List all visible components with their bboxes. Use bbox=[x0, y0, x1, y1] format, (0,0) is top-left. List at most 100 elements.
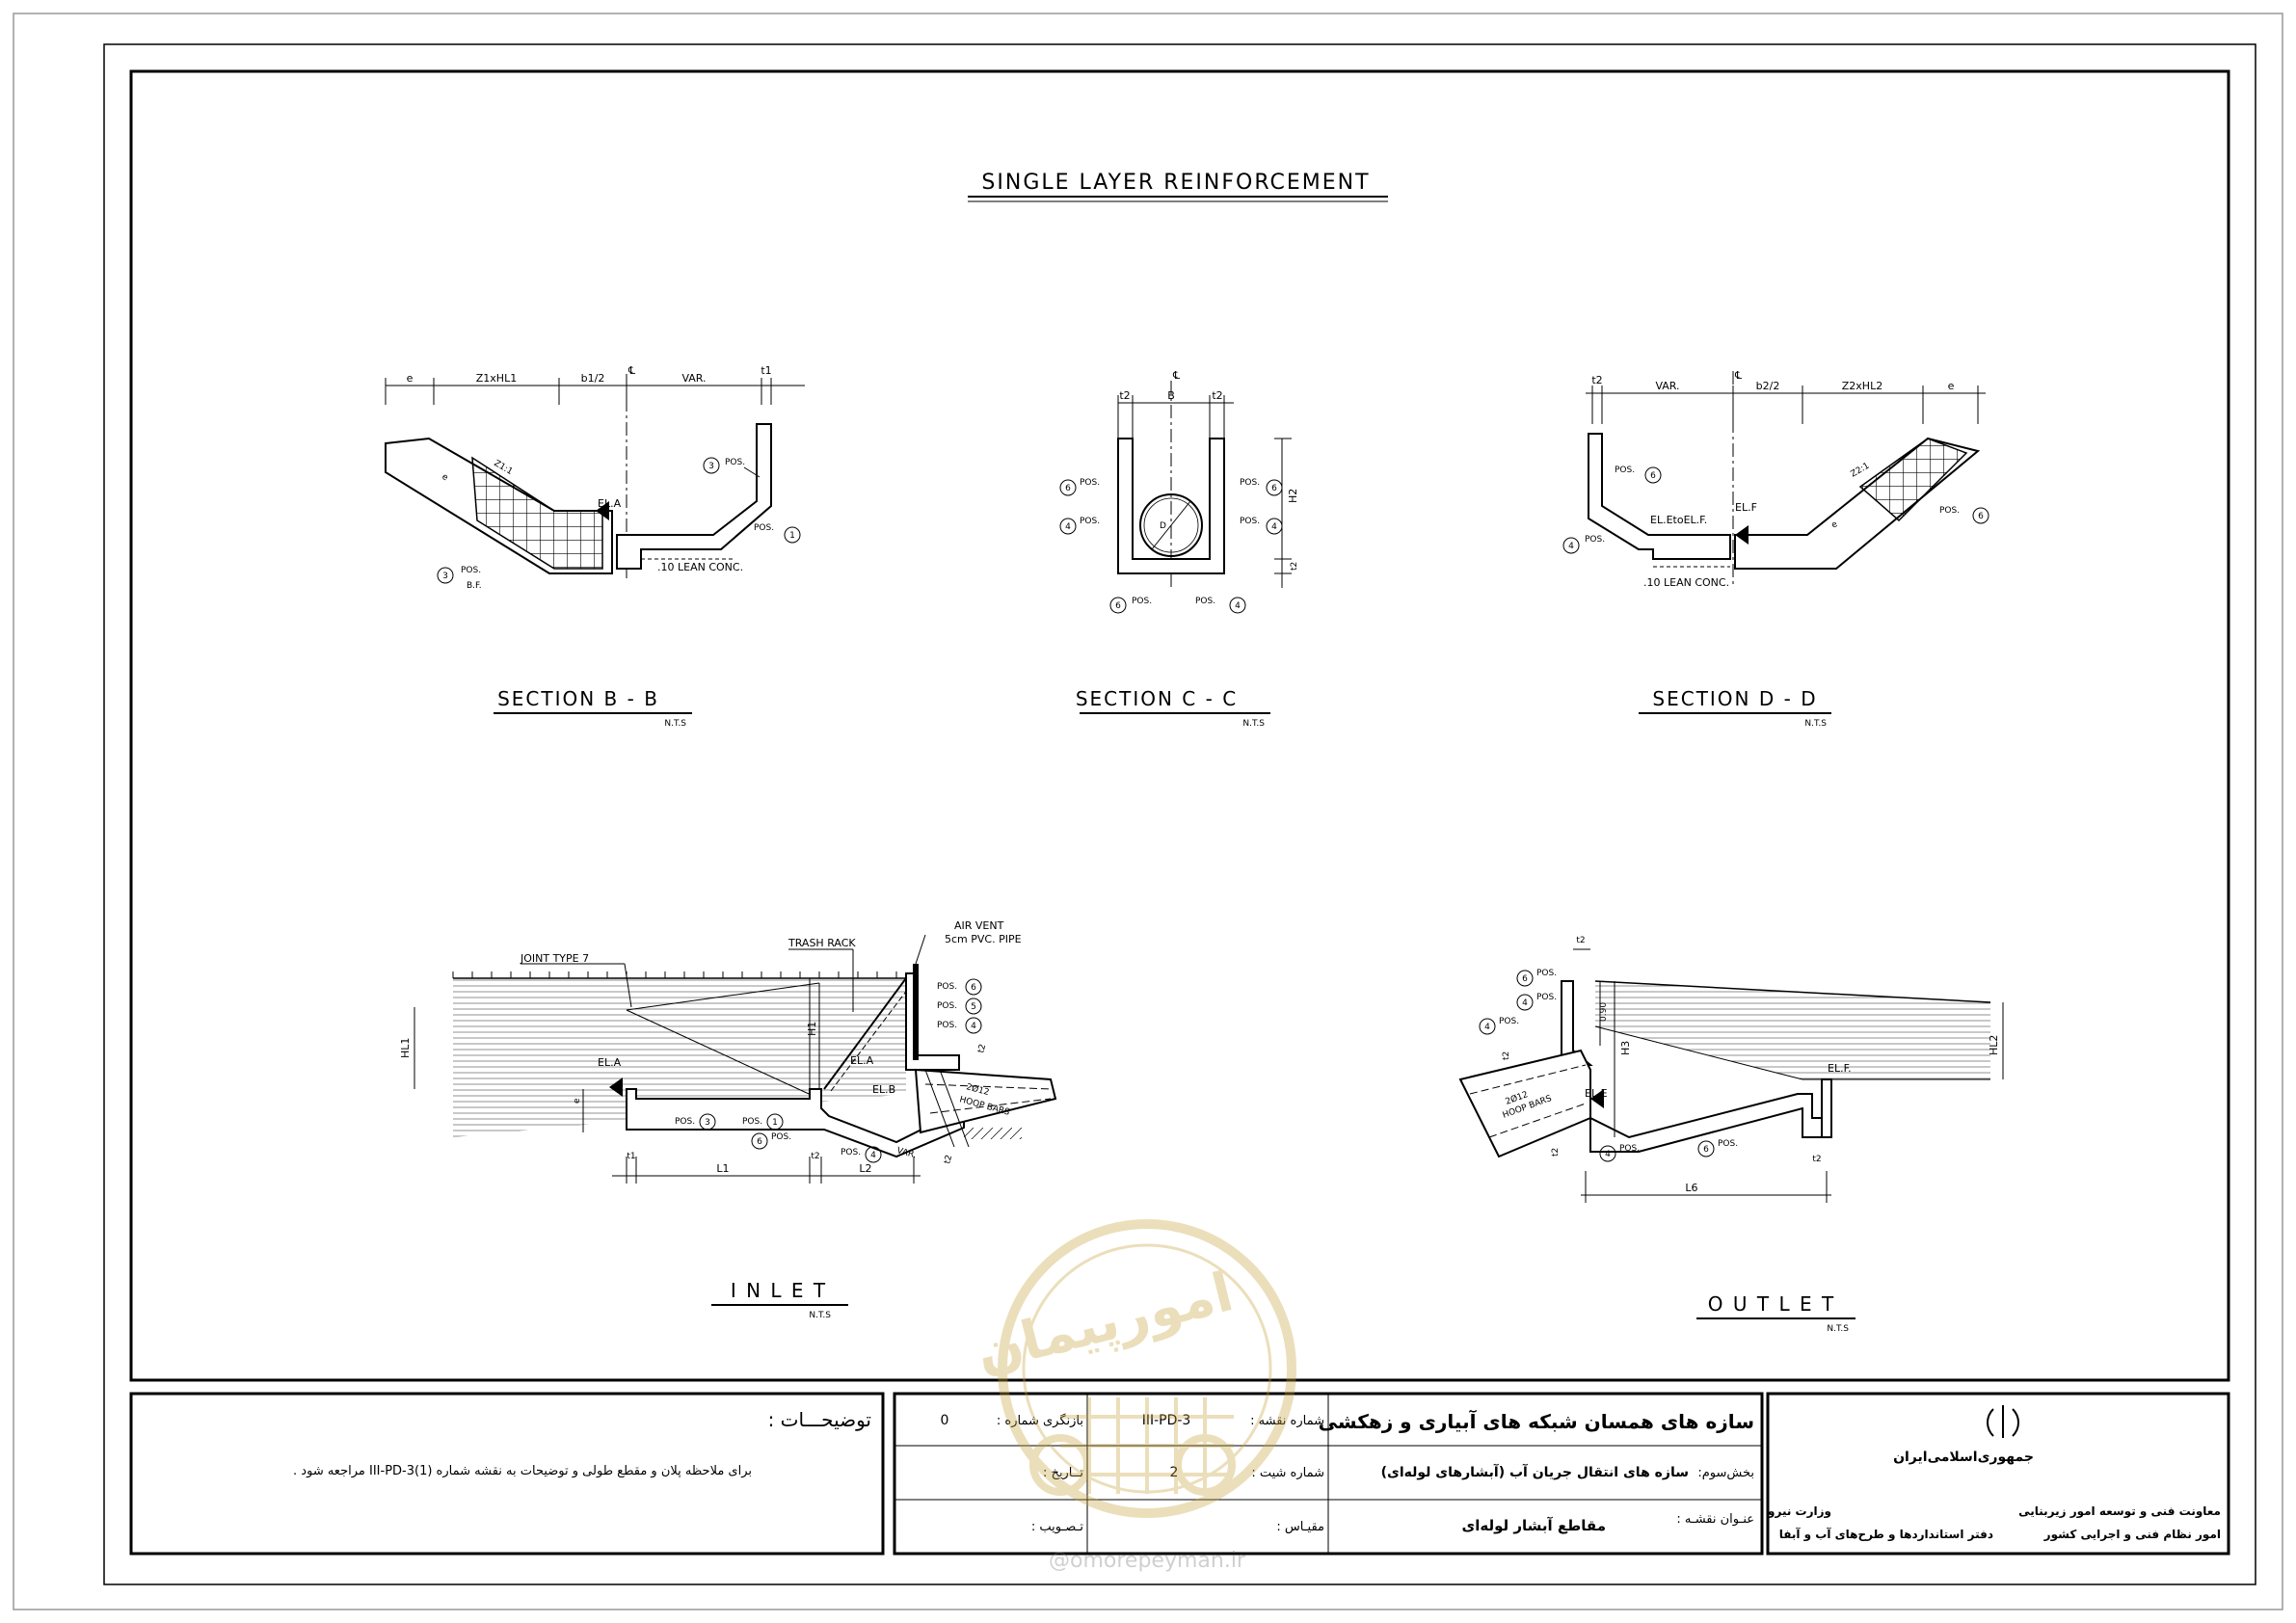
watermark-logo-text: امورپیمان bbox=[970, 1261, 1239, 1385]
dd-dim-t2: t2 bbox=[1591, 374, 1602, 386]
bb-dim-t1: t1 bbox=[761, 364, 771, 377]
outlet-pos-4: POS. bbox=[1619, 1144, 1640, 1154]
inlet-num-5: 5 bbox=[971, 1002, 976, 1012]
bb-bf: B.F. bbox=[467, 581, 482, 591]
cc-pos-1: POS. bbox=[1080, 478, 1100, 488]
title-block: توضیحـــات : برای ملاحظه پلان و مقطع طول… bbox=[129, 1392, 2230, 1556]
cc-dim-t2b: t2 bbox=[1212, 389, 1222, 402]
part-label: بخش‌سوم: bbox=[1697, 1466, 1754, 1480]
outlet-section: EL.E EL.F. 2Ø12 HOOP BARS t2 0.90 H3 HL2… bbox=[1458, 936, 2004, 1334]
inlet-joint: JOINT TYPE 7 bbox=[520, 952, 589, 965]
org-line-1b: وزارت نیرو bbox=[1767, 1504, 1831, 1519]
inlet-nts: N.T.S bbox=[809, 1311, 831, 1320]
dd-num-6a: 6 bbox=[1650, 471, 1656, 481]
dd-el-f: EL.F bbox=[1735, 501, 1757, 514]
dd-pos-3: POS. bbox=[1939, 506, 1960, 516]
outlet-num-4a: 4 bbox=[1522, 998, 1528, 1008]
inlet-trash: TRASH RACK bbox=[788, 937, 856, 949]
inlet-l2: L2 bbox=[859, 1162, 871, 1175]
sheet-no-value: 2 bbox=[1170, 1465, 1179, 1480]
bb-dim-z1: Z1xHL1 bbox=[476, 372, 517, 385]
inlet-t2b: t2 bbox=[943, 1154, 954, 1165]
scale-label: مقیـاس : bbox=[1276, 1520, 1324, 1534]
notes-title: توضیحـــات : bbox=[768, 1408, 871, 1431]
inlet-pos-6: POS. bbox=[771, 1132, 791, 1142]
outer-frame bbox=[13, 13, 2283, 1610]
bb-num-3a: 3 bbox=[708, 462, 714, 471]
approval-label: تـصـویب : bbox=[1031, 1520, 1084, 1534]
inlet-num-4b: 4 bbox=[870, 1151, 876, 1160]
bb-nts: N.T.S bbox=[664, 719, 686, 729]
cc-pos-4: POS. bbox=[1240, 517, 1260, 526]
inlet-num-3: 3 bbox=[705, 1118, 710, 1128]
inlet-section: JOINT TYPE 7 TRASH RACK AIR VENT 5cm PVC… bbox=[399, 919, 1057, 1320]
cc-num-6b: 6 bbox=[1271, 484, 1277, 493]
org-line-2b: دفتر استانداردها و طرح‌های آب و آبفا bbox=[1779, 1527, 1993, 1542]
dd-slope: Z2:1 bbox=[1850, 462, 1872, 480]
outlet-t2d: t2 bbox=[1812, 1155, 1821, 1164]
bb-e: e bbox=[441, 472, 450, 484]
dd-dim-var: VAR. bbox=[1655, 380, 1679, 392]
bb-num-1: 1 bbox=[789, 531, 795, 541]
inlet-e: e bbox=[573, 1098, 582, 1104]
revision-label: بازنگری شماره : bbox=[997, 1413, 1083, 1428]
inlet-num-6a: 6 bbox=[971, 983, 976, 993]
cc-pos-5: POS. bbox=[1132, 597, 1152, 606]
watermark-url: @omorepeyman.ir bbox=[1049, 1549, 1246, 1573]
bb-num-3b: 3 bbox=[442, 572, 448, 581]
cc-title: SECTION C - C bbox=[1076, 687, 1238, 710]
svg-text:℄: ℄ bbox=[627, 364, 635, 377]
section-dd: t2 VAR. b2/2 Z2xHL2 e ℄ EL.EtoEL.F. EL.F… bbox=[1562, 369, 1989, 729]
outlet-h3: H3 bbox=[1619, 1041, 1632, 1055]
outlet-ele: EL.E bbox=[1585, 1087, 1608, 1100]
inlet-pos-3: POS. bbox=[937, 1021, 957, 1030]
dd-title: SECTION D - D bbox=[1652, 687, 1817, 710]
dd-num-4: 4 bbox=[1568, 542, 1574, 551]
cc-pos-6: POS. bbox=[1195, 597, 1215, 606]
inlet-channel bbox=[626, 1088, 965, 1158]
dd-nts: N.T.S bbox=[1804, 719, 1827, 729]
outlet-num-4c: 4 bbox=[1605, 1150, 1611, 1159]
outlet-t2c: t2 bbox=[1551, 1148, 1561, 1157]
inlet-t1: t1 bbox=[627, 1152, 635, 1161]
inlet-ela2: EL.A bbox=[850, 1054, 874, 1067]
cc-pos-3: POS. bbox=[1240, 478, 1260, 488]
bb-pos-3: POS. bbox=[461, 566, 481, 575]
cc-pipe-d: D bbox=[1160, 521, 1166, 531]
org-line-1a: معاونت فنی و توسعه امور زیربنایی bbox=[2018, 1504, 2221, 1519]
outlet-t2: t2 bbox=[1576, 936, 1585, 945]
outlet-title: O U T L E T bbox=[1708, 1292, 1835, 1316]
cc-dim-b: B bbox=[1167, 389, 1175, 402]
project-title: سازه های همسان شبکه های آبیاری و زهکشی bbox=[1319, 1409, 1754, 1433]
inlet-air: AIR VENT bbox=[954, 919, 1004, 932]
drawing-frame bbox=[129, 69, 2230, 1382]
bb-title: SECTION B - B bbox=[497, 687, 659, 710]
outlet-pos-3: POS. bbox=[1499, 1017, 1519, 1026]
outlet-nts: N.T.S bbox=[1827, 1324, 1849, 1334]
inlet-pos-1: POS. bbox=[937, 982, 957, 992]
outlet-num-6b: 6 bbox=[1703, 1145, 1709, 1155]
bb-lean: .10 LEAN CONC. bbox=[657, 561, 743, 573]
inlet-num-6b: 6 bbox=[757, 1137, 762, 1147]
dd-concrete-left bbox=[1588, 433, 1731, 560]
cc-pipe bbox=[1139, 493, 1203, 557]
watermark-logo-icon bbox=[998, 1219, 1296, 1518]
outlet-num-4b: 4 bbox=[1484, 1023, 1490, 1032]
inlet-t2c: t2 bbox=[976, 1043, 988, 1054]
sheet-no-label: شماره شیت : bbox=[1251, 1466, 1324, 1480]
dd-dim-b2: b2/2 bbox=[1756, 380, 1780, 392]
inlet-pos-5: POS. bbox=[742, 1117, 762, 1127]
svg-text:℄: ℄ bbox=[1172, 369, 1180, 382]
cc-num-6c: 6 bbox=[1115, 601, 1121, 611]
date-label: تــاریخ : bbox=[1043, 1466, 1083, 1480]
cc-box bbox=[1117, 438, 1225, 574]
bb-dim-b1: b1/2 bbox=[581, 372, 605, 385]
svg-text:℄: ℄ bbox=[1734, 369, 1742, 382]
outlet-num-6a: 6 bbox=[1522, 974, 1528, 984]
inlet-num-1: 1 bbox=[772, 1118, 778, 1128]
country-name: جمهوری‌اسلامی‌ایران bbox=[1893, 1450, 2034, 1465]
bb-dim-e: e bbox=[407, 372, 414, 385]
inlet-title: I N L E T bbox=[731, 1279, 827, 1302]
notes-text: برای ملاحظه پلان و مقطع طولی و توضیحات ب… bbox=[293, 1464, 752, 1478]
